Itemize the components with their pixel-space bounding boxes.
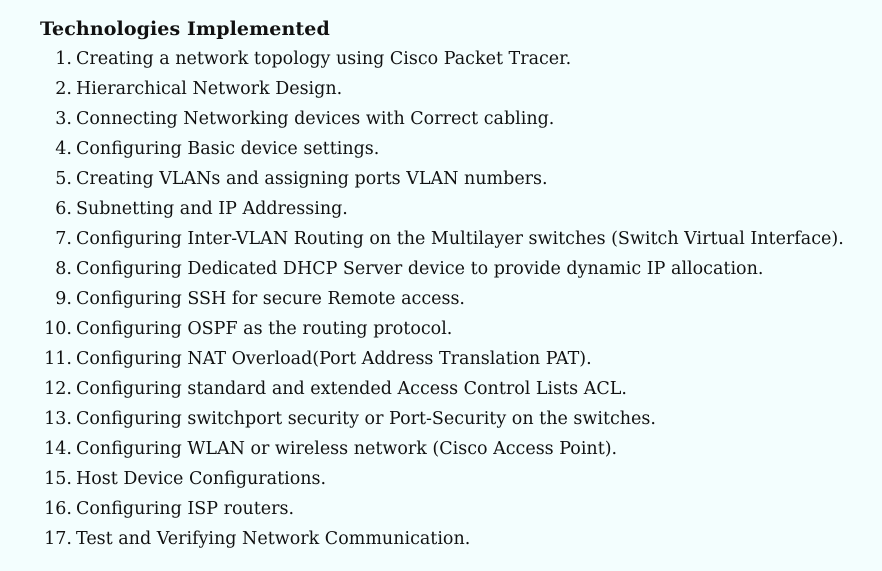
- item-number: 17.: [44, 529, 72, 549]
- item-number: 2.: [55, 79, 72, 99]
- list-item: 12.Configuring standard and extended Acc…: [0, 374, 844, 404]
- list-item: 3.Connecting Networking devices with Cor…: [0, 104, 844, 134]
- item-text: Configuring OSPF as the routing protocol…: [76, 319, 453, 339]
- item-text: Configuring Basic device settings.: [76, 139, 380, 159]
- technologies-list: 1.Creating a network topology using Cisc…: [0, 44, 844, 554]
- list-item: 11.Configuring NAT Overload(Port Address…: [0, 344, 844, 374]
- item-number: 6.: [55, 199, 72, 219]
- item-number: 14.: [44, 439, 72, 459]
- item-number: 11.: [44, 349, 72, 369]
- list-item: 13.Configuring switchport security or Po…: [0, 404, 844, 434]
- item-text: Configuring WLAN or wireless network (Ci…: [76, 439, 618, 459]
- item-number: 9.: [55, 289, 72, 309]
- item-number: 5.: [55, 169, 72, 189]
- item-number: 10.: [44, 319, 72, 339]
- item-text: Configuring ISP routers.: [76, 499, 295, 519]
- list-item: 1.Creating a network topology using Cisc…: [0, 44, 844, 74]
- list-item: 8.Configuring Dedicated DHCP Server devi…: [0, 254, 844, 284]
- list-item: 5.Creating VLANs and assigning ports VLA…: [0, 164, 844, 194]
- list-item: 7.Configuring Inter-VLAN Routing on the …: [0, 224, 844, 254]
- item-text: Subnetting and IP Addressing.: [76, 199, 348, 219]
- item-number: 13.: [44, 409, 72, 429]
- list-item: 15.Host Device Configurations.: [0, 464, 844, 494]
- item-text: Configuring switchport security or Port-…: [76, 409, 656, 429]
- section-heading: Technologies Implemented: [40, 18, 330, 40]
- item-text: Test and Verifying Network Communication…: [76, 529, 471, 549]
- item-number: 12.: [44, 379, 72, 399]
- item-text: Hierarchical Network Design.: [76, 79, 343, 99]
- item-text: Creating a network topology using Cisco …: [76, 49, 572, 69]
- item-number: 8.: [55, 259, 72, 279]
- item-text: Configuring standard and extended Access…: [76, 379, 627, 399]
- list-item: 4.Configuring Basic device settings.: [0, 134, 844, 164]
- item-text: Configuring Dedicated DHCP Server device…: [76, 259, 764, 279]
- list-item: 6.Subnetting and IP Addressing.: [0, 194, 844, 224]
- list-item: 17.Test and Verifying Network Communicat…: [0, 524, 844, 554]
- item-number: 4.: [55, 139, 72, 159]
- item-text: Connecting Networking devices with Corre…: [76, 109, 555, 129]
- item-text: Configuring NAT Overload(Port Address Tr…: [76, 349, 592, 369]
- list-item: 14.Configuring WLAN or wireless network …: [0, 434, 844, 464]
- list-item: 2.Hierarchical Network Design.: [0, 74, 844, 104]
- list-item: 10.Configuring OSPF as the routing proto…: [0, 314, 844, 344]
- item-number: 1.: [55, 49, 72, 69]
- item-number: 7.: [55, 229, 72, 249]
- item-number: 15.: [44, 469, 72, 489]
- item-text: Configuring Inter-VLAN Routing on the Mu…: [76, 229, 844, 249]
- item-text: Creating VLANs and assigning ports VLAN …: [76, 169, 548, 189]
- item-number: 3.: [55, 109, 72, 129]
- item-text: Host Device Configurations.: [76, 469, 327, 489]
- item-text: Configuring SSH for secure Remote access…: [76, 289, 465, 309]
- item-number: 16.: [44, 499, 72, 519]
- list-item: 9.Configuring SSH for secure Remote acce…: [0, 284, 844, 314]
- list-item: 16.Configuring ISP routers.: [0, 494, 844, 524]
